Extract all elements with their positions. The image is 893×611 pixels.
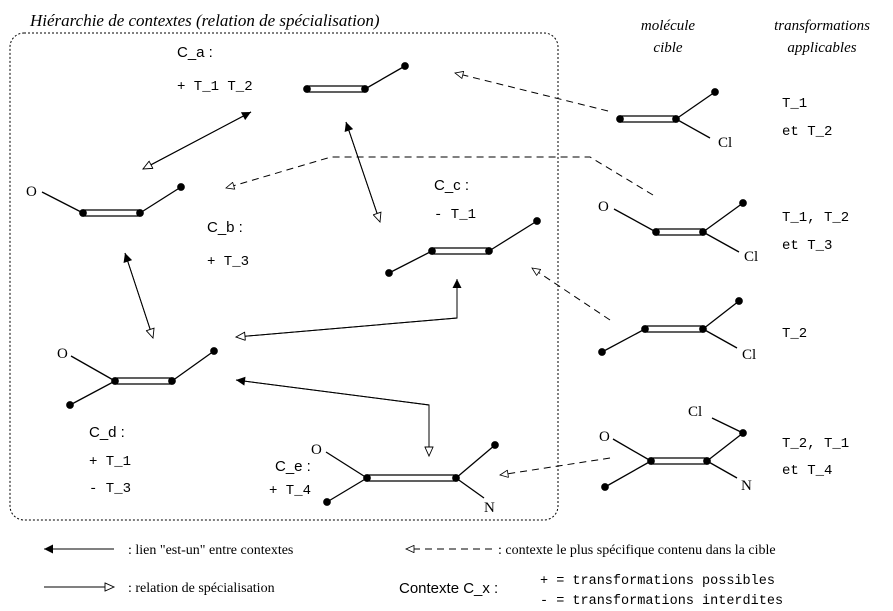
molecule-ca bbox=[303, 62, 409, 93]
context-ce: C_e : + T_4 bbox=[269, 458, 311, 499]
diagram-title: Hiérarchie de contextes (relation de spé… bbox=[29, 11, 380, 30]
atom-o-ce: O bbox=[311, 442, 322, 458]
target2-transform-line1: T_1, T_2 bbox=[782, 210, 849, 226]
context-ce-label: C_e : bbox=[275, 458, 311, 475]
context-ca-label: C_a : bbox=[177, 44, 213, 61]
context-cc-line1: - T_1 bbox=[434, 207, 476, 223]
column-header-molecule: molécule cible bbox=[641, 18, 695, 56]
legend-spec-text: : relation de spécialisation bbox=[128, 581, 275, 596]
link-target2-to-cb bbox=[226, 156, 654, 196]
target-molecule-4 bbox=[601, 417, 747, 491]
context-ca-line1: + T_1 T_2 bbox=[177, 79, 253, 95]
column-header-transformations: transformations applicables bbox=[774, 18, 870, 56]
header-molecule-line1: molécule bbox=[641, 18, 695, 34]
header-molecule-line2: cible bbox=[653, 40, 682, 56]
context-cd-line2: - T_3 bbox=[89, 481, 131, 497]
legend-context-label: Contexte C_x : bbox=[399, 580, 498, 597]
atom-cl-target2: Cl bbox=[744, 249, 758, 265]
target-transformations-2: T_1, T_2 et T_3 bbox=[782, 210, 849, 254]
target-transformations-4: T_2, T_1 et T_4 bbox=[782, 436, 849, 479]
atom-n-ce: N bbox=[484, 500, 495, 516]
target-transformations-3: T_2 bbox=[782, 326, 807, 342]
molecule-cc bbox=[385, 217, 541, 277]
target-transformations-1: T_1 et T_2 bbox=[782, 96, 832, 140]
target-molecule-3 bbox=[598, 297, 743, 356]
context-cd-line1: + T_1 bbox=[89, 454, 131, 470]
hierarchy-box bbox=[9, 32, 559, 521]
edge-cc-to-cd bbox=[236, 279, 458, 337]
edge-cd-to-ce bbox=[235, 379, 429, 456]
molecule-cd bbox=[66, 347, 218, 409]
molecule-ce bbox=[323, 441, 499, 506]
context-cd: C_d : + T_1 - T_3 bbox=[89, 424, 131, 497]
context-cd-label: C_d : bbox=[89, 424, 125, 441]
legend-isa-text: : lien "est-un" entre contextes bbox=[128, 543, 293, 558]
context-ca: C_a : + T_1 T_2 bbox=[177, 44, 253, 95]
link-target1-to-ca bbox=[455, 73, 609, 112]
legend-specific-text: : contexte le plus spécifique contenu da… bbox=[498, 543, 776, 558]
context-cb-line1: + T_3 bbox=[207, 254, 249, 270]
molecule-cb bbox=[41, 183, 185, 217]
context-cc: C_c : - T_1 bbox=[434, 177, 476, 223]
legend-minus-text: - = transformations interdites bbox=[540, 594, 783, 609]
edge-cd-to-cc bbox=[235, 279, 462, 338]
context-cc-label: C_c : bbox=[434, 177, 469, 194]
target3-transform-line1: T_2 bbox=[782, 326, 807, 342]
header-transformations-line2: applicables bbox=[787, 40, 856, 56]
target-molecule-2 bbox=[613, 199, 747, 253]
header-transformations-line1: transformations bbox=[774, 18, 870, 34]
link-target4-to-ce bbox=[500, 457, 611, 475]
edge-ca-to-cb bbox=[143, 111, 252, 169]
target-molecule-1 bbox=[616, 88, 719, 139]
atom-o-cb: O bbox=[26, 184, 37, 200]
edge-ca-to-cc bbox=[345, 121, 380, 222]
target1-transform-line2: et T_2 bbox=[782, 124, 832, 140]
target2-transform-line2: et T_3 bbox=[782, 238, 832, 254]
atom-cl-target1: Cl bbox=[718, 135, 732, 151]
context-cb: C_b : + T_3 bbox=[207, 219, 249, 270]
atom-o-target4: O bbox=[599, 429, 610, 445]
atom-o-target2: O bbox=[598, 199, 609, 215]
atom-cl-target4: Cl bbox=[688, 404, 702, 420]
edge-ce-to-cd bbox=[235, 376, 430, 456]
target4-transform-line1: T_2, T_1 bbox=[782, 436, 849, 452]
atom-n-target4: N bbox=[741, 478, 752, 494]
specific-context-links bbox=[226, 73, 654, 475]
legend-plus-text: + = transformations possibles bbox=[540, 574, 775, 589]
edge-cb-to-cd bbox=[124, 252, 153, 338]
target4-transform-line2: et T_4 bbox=[782, 463, 832, 479]
target1-transform-line1: T_1 bbox=[782, 96, 807, 112]
legend: : lien "est-un" entre contextes : relati… bbox=[44, 543, 783, 609]
context-cb-label: C_b : bbox=[207, 219, 243, 236]
atom-cl-target3: Cl bbox=[742, 347, 756, 363]
atom-o-cd: O bbox=[57, 346, 68, 362]
context-ce-line1: + T_4 bbox=[269, 483, 311, 499]
hierarchy-arrows bbox=[123, 111, 462, 456]
link-target3-to-cc bbox=[532, 268, 611, 321]
